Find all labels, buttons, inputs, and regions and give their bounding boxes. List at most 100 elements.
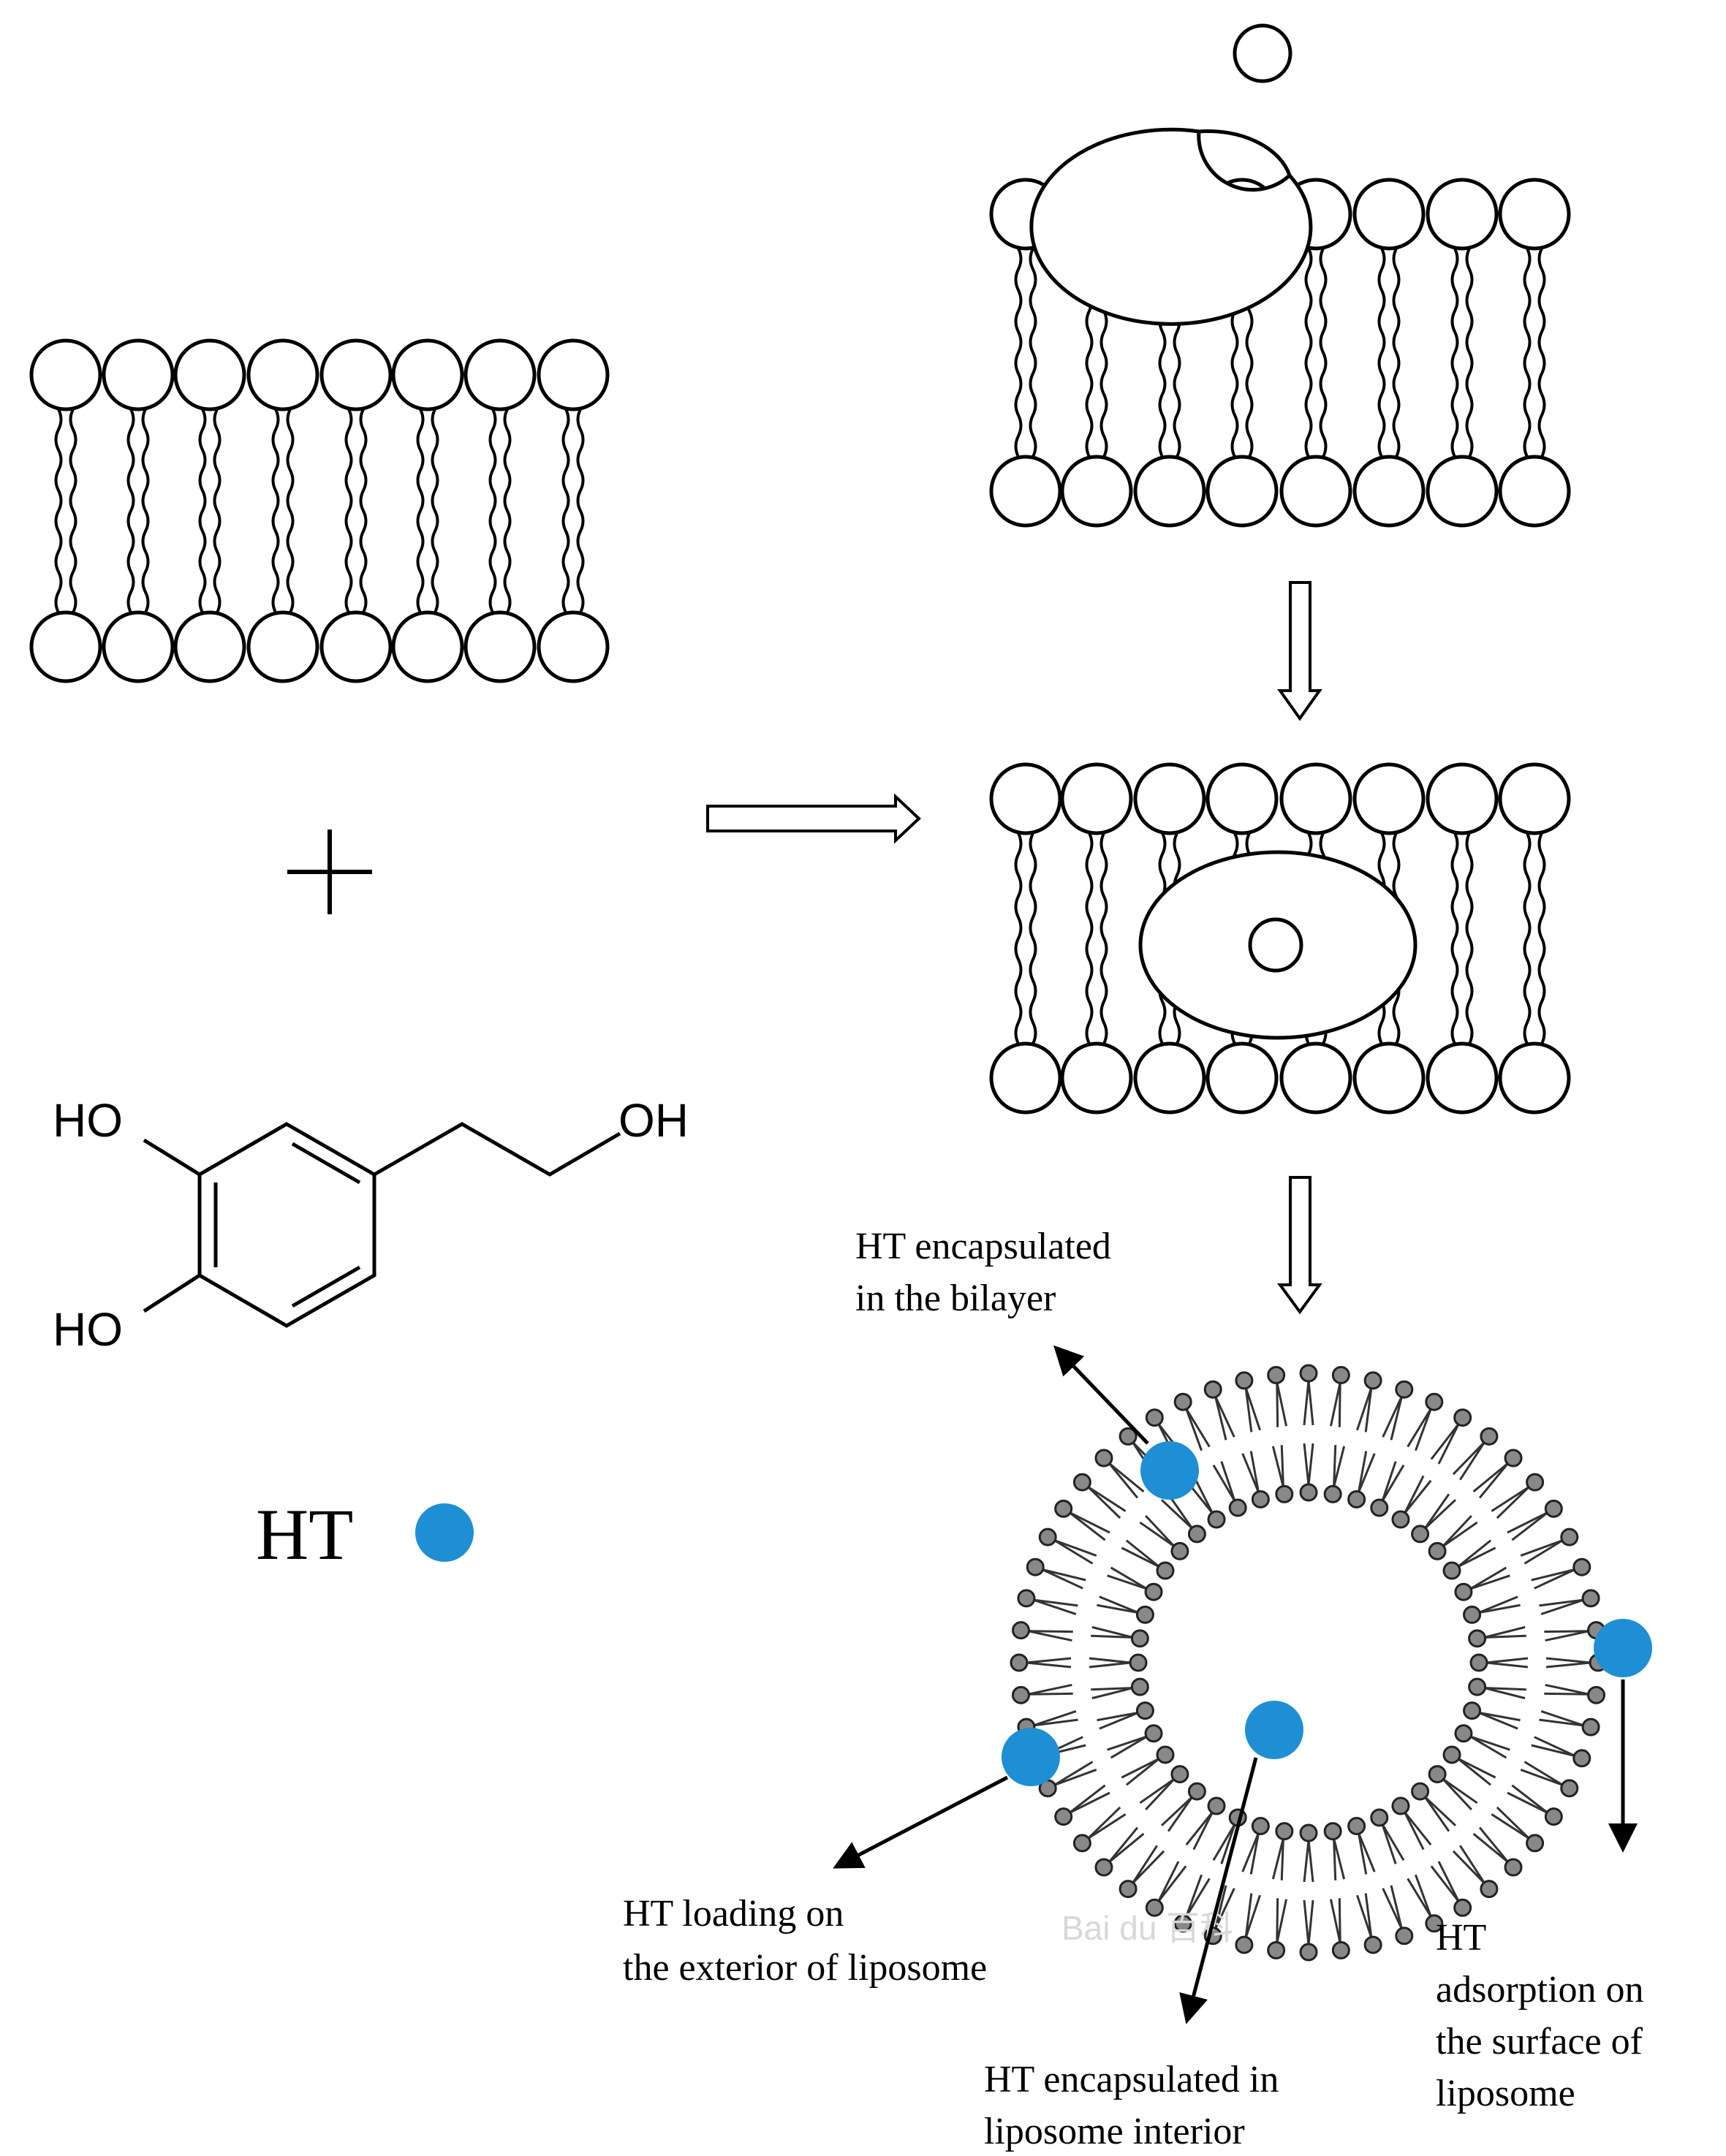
lipid-tail xyxy=(1157,1865,1187,1902)
lipid-tail xyxy=(1307,1380,1314,1426)
lipid-tail xyxy=(141,409,150,613)
lipid-tail xyxy=(1472,1462,1509,1493)
lipid-tail xyxy=(1457,1546,1496,1568)
lipid-tail xyxy=(1407,1878,1432,1918)
lipid-head xyxy=(463,610,537,683)
lipid-head xyxy=(1144,1724,1163,1743)
arrow-exterior xyxy=(833,1775,1009,1869)
lipid-tail xyxy=(1545,1683,1589,1696)
lipid-head xyxy=(1119,1880,1138,1899)
lipid-tail xyxy=(1524,1761,1564,1786)
lipid-tail xyxy=(1511,1511,1548,1541)
lipid-tail xyxy=(1507,1511,1548,1534)
lipid-tail xyxy=(1069,1791,1110,1814)
lipid-tail xyxy=(1157,1861,1180,1902)
lipid-tail xyxy=(1478,1603,1521,1614)
lipid-tail xyxy=(1139,1777,1176,1804)
lipid-head xyxy=(1347,1817,1366,1836)
lipid-head xyxy=(1094,1858,1113,1877)
lipid-tail xyxy=(1381,1464,1405,1502)
lipid-tail xyxy=(1523,832,1532,1044)
lipid-head xyxy=(1299,1823,1318,1842)
lipid-tail xyxy=(1333,1838,1337,1880)
lipid-tail xyxy=(1185,1874,1203,1918)
lipid-tail xyxy=(1214,1885,1227,1929)
lipid-tail xyxy=(1097,1603,1139,1614)
lipid-tail xyxy=(431,409,439,613)
lipid-tail xyxy=(1507,1791,1548,1814)
lipid-head xyxy=(989,1041,1062,1115)
lipid-tail xyxy=(1033,1710,1077,1727)
lipid-head xyxy=(1426,1041,1499,1115)
lipid-tail xyxy=(1392,248,1401,458)
lipid-tail xyxy=(1125,1539,1160,1568)
lipid-tail xyxy=(1364,1387,1373,1432)
lipid-tail xyxy=(1390,1885,1403,1929)
lipid-tail xyxy=(1472,1832,1509,1864)
lipid-tail xyxy=(1033,1718,1078,1727)
lipid-head xyxy=(1228,1498,1247,1517)
lipid-head xyxy=(102,338,175,411)
lipid-head xyxy=(1156,1745,1175,1764)
lipid-head xyxy=(1060,455,1133,528)
lipid-head xyxy=(1560,1527,1579,1546)
lipid-tail xyxy=(1303,1899,1310,1946)
lipid-tail xyxy=(1404,1475,1425,1514)
lipid-head xyxy=(537,338,610,411)
lipid-tail xyxy=(1026,1657,1072,1664)
lipid-bilayer-left xyxy=(29,338,610,683)
lipid-tail xyxy=(344,409,353,613)
lipid-tail xyxy=(1382,1396,1403,1438)
lipid-tail xyxy=(1491,1813,1530,1840)
ho-label-top: HO xyxy=(53,1094,123,1147)
ht-legend-marker xyxy=(415,1503,474,1562)
lipid-tail xyxy=(1407,1408,1432,1448)
lipid-tail xyxy=(1442,1778,1472,1811)
lipid-head xyxy=(1504,1449,1523,1468)
lipid-head xyxy=(29,338,102,411)
lipid-head xyxy=(1442,1561,1461,1580)
lipid-tail xyxy=(1110,1735,1148,1759)
lipid-tail xyxy=(1244,1893,1253,1938)
lipid-head xyxy=(1498,178,1571,251)
lipid-tail xyxy=(1307,1840,1314,1883)
lipid-tail xyxy=(1531,1568,1575,1582)
lipid-tail xyxy=(1185,1408,1211,1448)
lipid-tail xyxy=(1244,1387,1253,1432)
lipid-tail xyxy=(1537,832,1546,1044)
small-molecule-bound xyxy=(1248,917,1303,973)
lipid-tail xyxy=(1276,1898,1279,1943)
lipid-tail xyxy=(1358,1453,1376,1493)
lipid-tail xyxy=(1069,1511,1110,1534)
lipid-tail xyxy=(1430,1423,1460,1460)
lipid-tail xyxy=(1304,248,1313,458)
lipid-tail xyxy=(1241,1453,1260,1493)
label-surface-line3: the surface of xyxy=(1436,2021,1643,2062)
lipid-tail xyxy=(1132,1845,1158,1884)
lipid-tail xyxy=(1356,1387,1373,1431)
lipid-tail xyxy=(1356,1894,1373,1938)
lipid-tail xyxy=(1485,1657,1529,1664)
lipid-tail xyxy=(1358,1832,1376,1872)
lipid-head xyxy=(1129,1653,1148,1672)
lipid-tail xyxy=(1484,1625,1526,1639)
lipid-tail xyxy=(1478,1826,1510,1863)
lipid-tail xyxy=(1303,1380,1310,1426)
lipid-tail xyxy=(1537,248,1546,458)
lipid-head xyxy=(1275,1822,1294,1841)
lipid-tail xyxy=(1276,1382,1279,1427)
lipid-tail xyxy=(1089,1657,1132,1664)
lipid-head xyxy=(319,610,393,683)
lipid-tail xyxy=(1139,1521,1176,1548)
lipid-tail xyxy=(1534,1736,1575,1757)
lipid-tail xyxy=(1185,1408,1203,1451)
lipid-tail xyxy=(1496,1486,1530,1519)
lipid-tail xyxy=(1469,1566,1507,1590)
lipid-head xyxy=(1187,1525,1206,1544)
label-interior-line1: HT encapsulated in xyxy=(984,2059,1279,2100)
lipid-tail xyxy=(1241,1832,1260,1872)
lipid-head xyxy=(1145,1898,1164,1917)
lipid-head xyxy=(1468,1629,1487,1648)
lipid-tail xyxy=(1442,1514,1472,1547)
